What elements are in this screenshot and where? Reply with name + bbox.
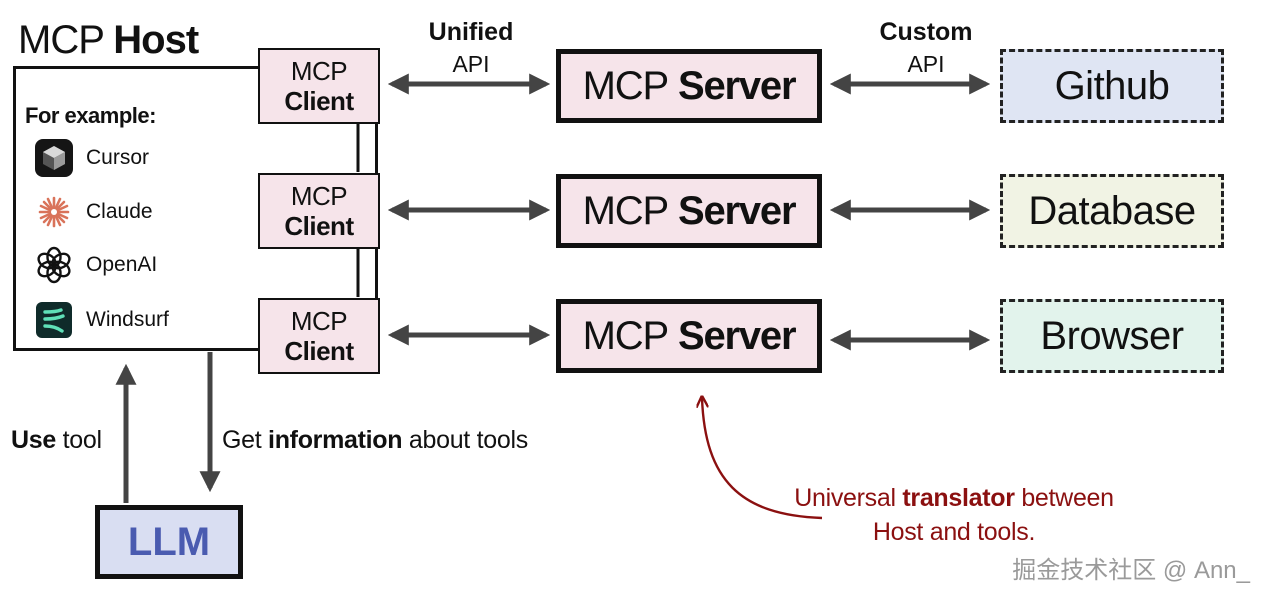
watermark: 掘金技术社区 @ Ann_: [1012, 557, 1250, 584]
example-cursor: Cursor: [34, 138, 149, 178]
custom-api-label: Custom API: [866, 16, 986, 80]
tool-database: Database: [1000, 174, 1224, 248]
client-line1: MCP: [290, 56, 348, 86]
note-line2: Host and tools.: [872, 518, 1036, 546]
client-line1: MCP: [290, 306, 348, 336]
note-pre: Universal: [794, 484, 903, 512]
server-bold: Server: [677, 313, 797, 358]
mcp-server-1: MCP Server: [556, 49, 822, 123]
mcp-client-2: MCP Client: [258, 173, 380, 249]
note-line1: Universal translator between: [772, 481, 1136, 515]
example-label: Claude: [86, 200, 153, 223]
tool-browser: Browser: [1000, 299, 1224, 373]
server-bold: Server: [677, 63, 797, 108]
examples-heading: For example:: [25, 103, 156, 128]
client-line2: Client: [284, 86, 354, 116]
host-title-bold: Host: [113, 18, 199, 62]
translator-note: Universal translator between Host and to…: [772, 481, 1136, 549]
windsurf-icon: [34, 300, 74, 340]
custom-api-title: Custom: [879, 18, 973, 46]
server-regular: MCP: [582, 313, 670, 358]
unified-api-title: Unified: [428, 18, 514, 46]
translator-annotation-arrow: [702, 398, 823, 520]
mcp-client-3: MCP Client: [258, 298, 380, 374]
tool-github: Github: [1000, 49, 1224, 123]
server-regular: MCP: [582, 63, 670, 108]
use-tool-label: Use tool: [11, 426, 102, 455]
unified-api-sub: API: [452, 51, 490, 77]
cursor-icon: [34, 138, 74, 178]
claude-icon: [34, 192, 74, 232]
example-windsurf: Windsurf: [34, 300, 169, 340]
example-label: OpenAI: [86, 253, 158, 276]
example-label: Windsurf: [86, 308, 169, 331]
get-info-pre: Get: [222, 426, 269, 454]
use-tool-rest: tool: [55, 426, 102, 454]
unified-api-label: Unified API: [416, 16, 526, 80]
use-tool-bold: Use: [11, 426, 56, 454]
custom-api-sub: API: [907, 51, 945, 77]
mcp-client-1: MCP Client: [258, 48, 380, 124]
llm-box: LLM: [95, 505, 243, 579]
server-bold: Server: [677, 188, 797, 233]
get-info-post: about tools: [402, 426, 528, 454]
client-line1: MCP: [290, 181, 348, 211]
host-title: MCP Host: [18, 16, 199, 64]
mcp-server-2: MCP Server: [556, 174, 822, 248]
client-line2: Client: [284, 336, 354, 366]
example-label: Cursor: [86, 146, 150, 169]
note-bold: translator: [902, 484, 1015, 512]
get-info-label: Get information about tools: [222, 426, 528, 455]
example-claude: Claude: [34, 192, 153, 232]
server-regular: MCP: [582, 188, 670, 233]
note-post: between: [1014, 484, 1114, 512]
client-line2: Client: [284, 211, 354, 241]
openai-icon: [34, 245, 74, 285]
example-openai: OpenAI: [34, 245, 157, 285]
mcp-server-3: MCP Server: [556, 299, 822, 373]
host-title-regular: MCP: [18, 18, 104, 62]
get-info-bold: information: [268, 426, 403, 454]
